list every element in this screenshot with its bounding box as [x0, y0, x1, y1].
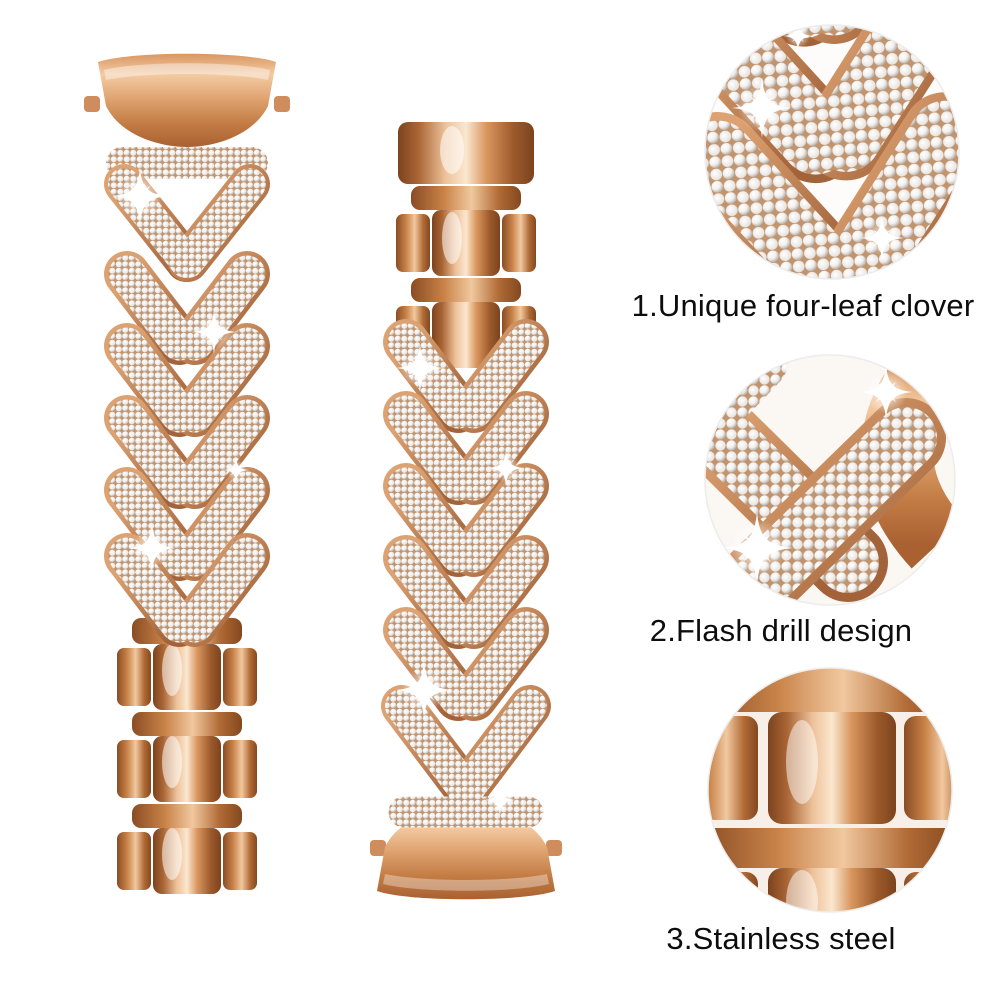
- band-back-metal-links: [396, 122, 536, 368]
- detail-circle-drill-border: [704, 354, 956, 606]
- feature-label-clover: 1.Unique four-leaf clover: [631, 288, 975, 323]
- lug-pin-right: [546, 840, 562, 856]
- band-front: [84, 53, 290, 894]
- feature-label-steel: 3.Stainless steel: [666, 921, 896, 956]
- detail-circle-clover-border: [704, 24, 960, 280]
- detail-circle-steel-border: [707, 667, 953, 913]
- watch-lug-top: [98, 53, 276, 147]
- band-back: [370, 122, 562, 900]
- feature-label-drill: 2.Flash drill design: [649, 613, 913, 648]
- lug-pin-right: [274, 96, 290, 112]
- lug-pin-left: [84, 96, 100, 112]
- band-front-metal-links: [117, 618, 257, 894]
- detail-circle-clover: [705, 25, 959, 279]
- lug-pin-left: [370, 840, 386, 856]
- detail-circle-drill: [705, 355, 955, 605]
- detail-circle-steel: [708, 668, 952, 912]
